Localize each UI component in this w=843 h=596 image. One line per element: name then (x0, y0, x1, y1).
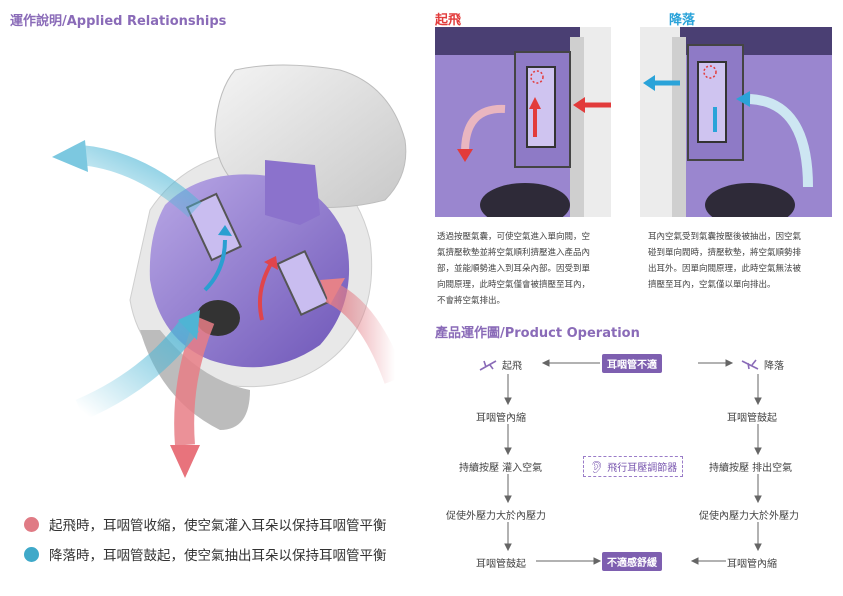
landing-desc-line: 出耳外。因單向閥原理，此時空氣無法被 (648, 264, 802, 274)
right-step: 持續按壓 排出空氣 (709, 463, 793, 474)
airplane-landing-icon (741, 359, 759, 370)
blue-dot-icon (24, 546, 39, 562)
device-box: 👂︎ 飛行耳壓調節器 (583, 456, 684, 477)
right-step: 耳咽管鼓起 (727, 413, 777, 424)
red-dot-icon (24, 516, 39, 532)
right-step: 耳咽管內縮 (727, 559, 777, 570)
left-step: 耳咽管鼓起 (476, 559, 526, 570)
legend-takeoff: 起飛時，耳咽管收縮，使空氣灌入耳朵以保持耳咽管平衡 (24, 514, 387, 534)
device-label: 飛行耳壓調節器 (607, 463, 678, 474)
left-step: 耳咽管內縮 (476, 413, 526, 424)
applied-title: 運作說明/Applied Relationships (10, 14, 227, 29)
left-step: 促使外壓力大於內壓力 (446, 511, 546, 522)
landing-title: 降落 (669, 13, 696, 28)
operation-title: 產品運作圖/Product Operation (435, 326, 640, 341)
flow-head-landing-label: 降落 (764, 361, 784, 372)
right-step: 促使內壓力大於外壓力 (699, 511, 799, 522)
flow-head-landing: 降落 (740, 357, 784, 372)
flow-connectors (504, 359, 762, 565)
takeoff-title: 起飛 (435, 13, 462, 28)
center-badge-discomfort: 耳咽管不適 (602, 354, 662, 373)
takeoff-desc-line: 透過按壓氣囊，可使空氣進入單向閥，空 (437, 232, 591, 242)
left-step: 持續按壓 灌入空氣 (459, 463, 543, 474)
earplug-cutaway-illustration (52, 64, 407, 478)
takeoff-desc-line: 氣擠壓軟墊並將空氣順利擠壓進入產品內 (437, 248, 591, 258)
landing-desc-line: 碰到單向閥時，擠壓軟墊，將空氣順勢排 (648, 248, 802, 258)
landing-valve-image (640, 27, 832, 217)
legend-landing: 降落時，耳咽管鼓起，使空氣抽出耳朵以保持耳咽管平衡 (24, 544, 387, 564)
takeoff-description: 透過按壓氣囊，可使空氣進入單向閥，空 氣擠壓軟墊並將空氣順利擠壓進入產品內 部，… (437, 229, 617, 309)
legend-takeoff-text: 起飛時，耳咽管收縮，使空氣灌入耳朵以保持耳咽管平衡 (49, 518, 387, 534)
airplane-takeoff-icon (479, 359, 497, 371)
landing-desc-line: 擠壓至耳內，空氣僅以單向排出。 (648, 280, 776, 290)
takeoff-desc-line: 部，並能順勢進入到耳朵內部。因受到單 (437, 264, 591, 274)
landing-description: 耳內空氣受到氣囊按壓後被抽出，因空氣 碰到單向閥時，擠壓軟墊，將空氣順勢排 出耳… (648, 229, 828, 293)
landing-desc-line: 耳內空氣受到氣囊按壓後被抽出，因空氣 (648, 232, 802, 242)
legend-landing-text: 降落時，耳咽管鼓起，使空氣抽出耳朵以保持耳咽管平衡 (49, 548, 387, 564)
takeoff-valve-image (435, 27, 611, 217)
ear-icon: 👂︎ (589, 459, 605, 474)
center-badge-relief: 不適感舒緩 (602, 552, 662, 571)
takeoff-desc-line: 向閥原理，此時空氣僅會被擠壓至耳內， (437, 280, 591, 290)
takeoff-desc-line: 不會將空氣排出。 (437, 296, 506, 306)
flow-head-takeoff: 起飛 (478, 357, 522, 372)
flow-head-takeoff-label: 起飛 (502, 361, 522, 372)
